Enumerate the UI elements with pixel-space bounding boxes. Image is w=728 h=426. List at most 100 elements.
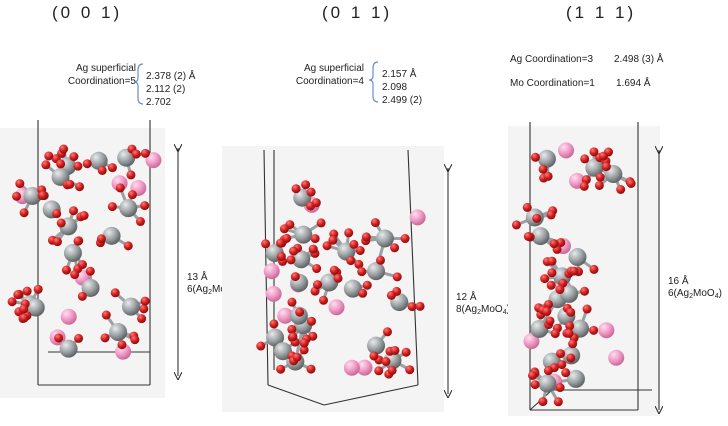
- silver-atom: [568, 248, 587, 267]
- oxygen-atom: [290, 272, 300, 282]
- oxygen-atom: [564, 328, 574, 338]
- oxygen-atom: [616, 185, 626, 195]
- silver-atom: [266, 328, 285, 347]
- oxygen-atom: [117, 340, 127, 350]
- oxygen-atom: [261, 239, 271, 249]
- oxygen-atom: [288, 332, 298, 342]
- oxygen-atom: [107, 163, 117, 173]
- oxygen-atom: [287, 324, 297, 334]
- oxygen-atom: [540, 274, 550, 284]
- facet-111-ag-coord-label: Ag Coordination=3: [510, 54, 594, 65]
- oxygen-atom: [543, 171, 553, 181]
- facet-011-info-label: Ag superficial Coordination=4: [258, 62, 364, 88]
- facet-001-cell: [37, 120, 151, 386]
- oxygen-atom: [370, 218, 380, 228]
- silver-atom: [63, 243, 82, 262]
- oxygen-atom: [546, 210, 556, 220]
- oxygen-atom: [292, 352, 302, 362]
- oxygen-atom: [312, 264, 322, 274]
- facet-011-bond-values: 2.157 Å 2.098 2.499 (2): [382, 68, 422, 107]
- oxygen-atom: [369, 351, 379, 361]
- facet-001-bond-values: 2.378 (2) Å 2.112 (2) 2.702: [146, 70, 195, 109]
- facet-001-bond-value-1: 2.378 (2) Å: [146, 71, 196, 82]
- oxygen-atom: [79, 211, 89, 221]
- facet-011-bond-value-1: 2.157 Å: [382, 69, 417, 80]
- oxygen-atom: [139, 304, 149, 314]
- silver-atom: [59, 339, 78, 358]
- facet-001-title: (0 0 1): [52, 3, 123, 22]
- molybdenum-atom: [145, 152, 162, 169]
- oxygen-atom: [301, 180, 311, 190]
- silver-atom: [26, 298, 45, 317]
- oxygen-atom: [386, 290, 396, 300]
- oxygen-atom: [401, 347, 411, 357]
- facet-011-thickness: 12 Å: [456, 292, 477, 303]
- oxygen-atom: [56, 218, 66, 228]
- oxygen-atom: [276, 238, 286, 248]
- oxygen-atom: [286, 255, 296, 265]
- oxygen-atom: [75, 182, 85, 192]
- molybdenum-atom: [328, 299, 345, 316]
- oxygen-atom: [54, 333, 64, 343]
- oxygen-atom: [538, 397, 548, 407]
- oxygen-atom: [310, 234, 320, 244]
- oxygen-atom: [511, 220, 521, 230]
- oxygen-atom: [565, 321, 575, 331]
- oxygen-atom: [400, 234, 410, 244]
- facet-011-label-line-2: Coordination=4: [295, 76, 364, 87]
- silver-atom: [566, 369, 585, 388]
- oxygen-atom: [52, 237, 62, 247]
- oxygen-atom: [550, 329, 560, 339]
- oxygen-atom: [69, 152, 79, 162]
- oxygen-atom: [329, 265, 339, 275]
- oxygen-atom: [598, 151, 608, 161]
- oxygen-atom: [522, 202, 532, 212]
- facet-111-mo-coord-value: 1.694 Å: [616, 78, 651, 89]
- oxygen-atom: [546, 280, 556, 290]
- oxygen-atom: [12, 191, 22, 201]
- oxygen-atom: [130, 335, 140, 345]
- oxygen-atom: [390, 243, 400, 253]
- oxygen-atom: [549, 239, 559, 249]
- oxygen-atom: [316, 218, 326, 228]
- oxygen-atom: [626, 179, 636, 189]
- molybdenum-atom: [60, 308, 77, 325]
- facet-001-bond-value-2: 2.112 (2): [146, 84, 186, 95]
- oxygen-atom: [306, 187, 316, 197]
- oxygen-atom: [357, 267, 367, 277]
- oxygen-atom: [289, 246, 299, 256]
- molybdenum-atom: [343, 359, 360, 376]
- silver-atom: [292, 250, 311, 269]
- silver-atom: [367, 336, 386, 355]
- oxygen-atom: [41, 160, 51, 170]
- oxygen-atom: [358, 288, 368, 298]
- oxygen-atom: [354, 259, 364, 269]
- oxygen-atom: [361, 232, 371, 242]
- oxygen-atom: [381, 356, 391, 366]
- oxygen-atom: [276, 251, 286, 261]
- oxygen-atom: [392, 272, 402, 282]
- oxygen-atom: [256, 341, 266, 351]
- molybdenum-atom: [409, 209, 426, 226]
- oxygen-atom: [595, 172, 605, 182]
- oxygen-atom: [528, 370, 538, 380]
- facet-001-bond-value-3: 2.702: [146, 97, 172, 108]
- oxygen-atom: [328, 235, 338, 245]
- facet-001-info-label: Ag superficial Coordination=5: [30, 62, 136, 88]
- oxygen-atom: [115, 183, 125, 193]
- silver-atom: [537, 149, 556, 168]
- oxygen-atom: [405, 365, 415, 375]
- oxygen-atom: [543, 366, 553, 376]
- facet-111-ag-coord-value: 2.498 (3) Å: [614, 54, 664, 65]
- oxygen-atom: [538, 164, 548, 174]
- oxygen-atom: [269, 319, 279, 329]
- oxygen-atom: [295, 307, 305, 317]
- facet-111-units: 6(Ag2MoO4): [668, 288, 722, 300]
- molybdenum-atom: [558, 142, 575, 159]
- oxygen-atom: [346, 256, 356, 266]
- oxygen-atom: [589, 147, 599, 157]
- facet-111-title: (1 1 1): [566, 3, 637, 22]
- facet-011-title: (0 1 1): [322, 3, 393, 22]
- oxygen-atom: [73, 161, 83, 171]
- molybdenum-atom: [356, 359, 373, 376]
